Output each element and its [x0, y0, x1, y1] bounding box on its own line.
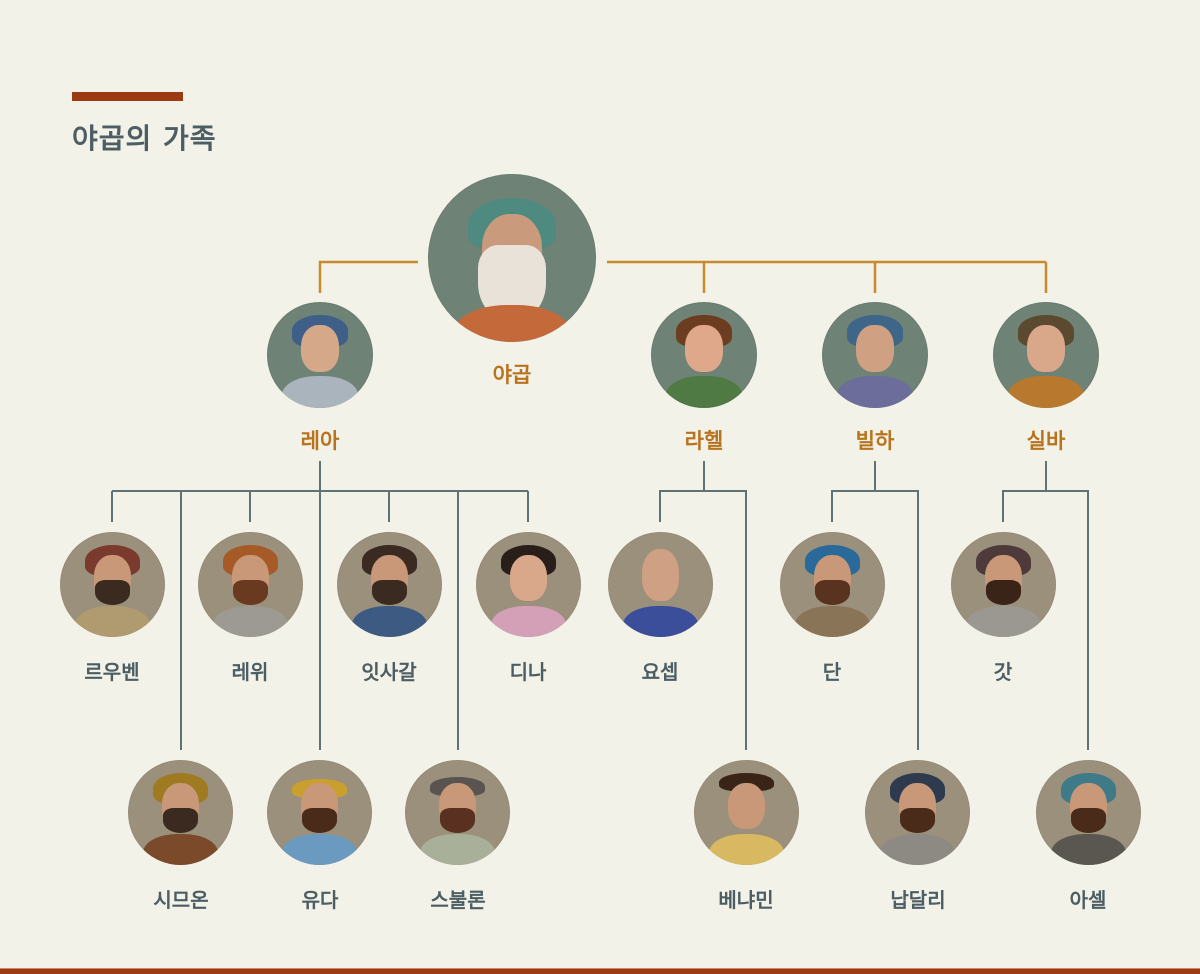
portrait-benjamin [694, 760, 799, 865]
portrait-gad [951, 532, 1056, 637]
portrait-bilhah [822, 302, 928, 408]
label-naphtali: 납달리 [890, 888, 946, 912]
label-dan: 단 [822, 660, 842, 684]
label-levi: 레위 [231, 660, 269, 684]
label-zebulun: 스불론 [430, 888, 486, 912]
portrait-jacob [428, 174, 596, 342]
portrait-judah [267, 760, 372, 865]
label-benjamin: 베냐민 [718, 888, 774, 912]
portrait-dan [780, 532, 885, 637]
portrait-simeon [128, 760, 233, 865]
title-accent-bar [72, 92, 183, 101]
portrait-reuben [60, 532, 165, 637]
label-issachar: 잇사갈 [361, 660, 417, 684]
portrait-rachel [651, 302, 757, 408]
page-title: 야곱의 가족 [72, 122, 217, 155]
wives-to-children-lines [111, 461, 1089, 750]
portrait-joseph [608, 532, 713, 637]
label-asher: 아셀 [1069, 888, 1107, 912]
portrait-zebulun [405, 760, 510, 865]
jacob-to-wives-lines [318, 260, 1048, 293]
portrait-naphtali [865, 760, 970, 865]
label-jacob: 야곱 [492, 363, 532, 387]
label-reuben: 르우벤 [84, 660, 140, 684]
label-zilpah: 실바 [1026, 429, 1066, 453]
label-dinah: 디나 [509, 660, 547, 684]
footer-accent-bar [0, 968, 1200, 974]
label-rachel: 라헬 [684, 429, 724, 453]
label-judah: 유다 [301, 888, 339, 912]
label-leah: 레아 [300, 429, 340, 453]
label-bilhah: 빌하 [855, 429, 895, 453]
portrait-leah [267, 302, 373, 408]
label-joseph: 요셉 [641, 660, 679, 684]
portrait-dinah [476, 532, 581, 637]
portrait-zilpah [993, 302, 1099, 408]
label-gad: 갓 [993, 660, 1013, 684]
portrait-issachar [337, 532, 442, 637]
label-simeon: 시므온 [153, 888, 209, 912]
portrait-levi [198, 532, 303, 637]
portrait-asher [1036, 760, 1141, 865]
